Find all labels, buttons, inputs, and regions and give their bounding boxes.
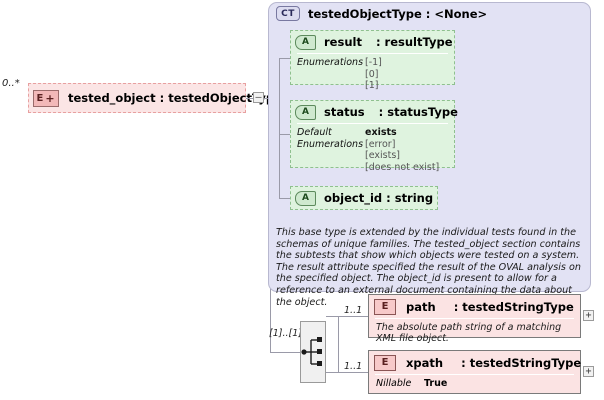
facet-value: [1] xyxy=(365,80,379,91)
element-xpath-name: xpath xyxy=(406,355,444,370)
element-path-body: The absolute path string of a matching X… xyxy=(369,319,580,348)
attribute-icon: A xyxy=(295,104,316,120)
connector-trunk-to-sequence xyxy=(270,352,300,353)
complex-type-header: CT testedObjectType : <None> xyxy=(276,6,487,21)
path-expand-toggle[interactable]: + xyxy=(583,310,594,321)
complex-type-documentation: This base type is extended by the indivi… xyxy=(276,227,581,308)
connector-root-right xyxy=(246,98,253,99)
xpath-occurrence: 1..1 xyxy=(344,361,363,372)
element-xpath[interactable]: E xpath : testedStringType Nillable True xyxy=(368,350,581,394)
attribute-status[interactable]: A status : statusType Default Enumeratio… xyxy=(290,100,458,173)
root-element-label: tested_object : testedObjectType xyxy=(68,91,282,105)
element-icon: E xyxy=(374,354,396,371)
facet-value-column: exists [error] [exists] [does not exist] xyxy=(365,127,439,173)
connector-attr-status xyxy=(279,134,290,135)
element-xpath-header: E xpath : testedStringType xyxy=(369,351,582,374)
connector-branch-xpath xyxy=(338,372,368,373)
connector-attr-objectid xyxy=(279,198,290,199)
facet-value: [error] xyxy=(365,138,396,150)
attribute-icon: A xyxy=(295,190,316,206)
connector-seq-to-branch xyxy=(326,316,339,317)
attribute-result-facets: Enumerations [-1] [0] [1] xyxy=(291,54,454,97)
connector-children-trunk xyxy=(338,316,339,372)
element-xpath-facet-label: Nillable xyxy=(376,378,412,389)
attribute-divider xyxy=(297,53,448,54)
complex-type-icon: CT xyxy=(276,6,300,21)
facet-value-default: exists xyxy=(365,127,397,138)
xpath-expand-toggle[interactable]: + xyxy=(583,366,594,377)
facet-label-default: Default xyxy=(297,127,332,138)
facet-label-enumerations: Enumerations xyxy=(297,57,364,68)
element-icon-letter: E xyxy=(36,92,45,104)
element-path-type: : testedStringType xyxy=(453,299,574,314)
element-xpath-facet-value: True xyxy=(424,378,448,389)
attribute-icon: A xyxy=(295,34,316,50)
facet-label-column: Enumerations xyxy=(297,57,365,92)
attribute-object-id[interactable]: A object_id : string xyxy=(290,186,438,210)
sequence-connector-icon xyxy=(301,337,322,366)
root-collapse-toggle[interactable]: – xyxy=(253,92,264,103)
facet-value: [0] xyxy=(365,68,379,80)
sequence-occurrence: [1]..[1] xyxy=(269,328,302,339)
facet-value: [does not exist] xyxy=(365,161,440,173)
facet-label-column: Default Enumerations xyxy=(297,127,365,173)
element-icon: E xyxy=(374,298,396,315)
connector-branch-path xyxy=(338,316,368,317)
connector-toggle-to-trunk xyxy=(264,98,270,99)
connector-attr-result xyxy=(279,58,290,59)
attribute-status-header: A status : statusType xyxy=(291,101,458,123)
attribute-object-id-header: A object_id : string xyxy=(291,187,437,209)
element-icon-plus: + xyxy=(45,91,56,105)
element-path-name: path xyxy=(406,299,436,314)
element-expand-icon[interactable]: E+ xyxy=(33,89,59,107)
attribute-status-facets: Default Enumerations exists [error] [exi… xyxy=(291,124,454,178)
element-path-header: E path : testedStringType xyxy=(369,295,580,318)
element-divider xyxy=(375,374,574,375)
element-path-documentation: The absolute path string of a matching X… xyxy=(376,322,562,344)
element-xpath-body: Nillable True xyxy=(369,375,580,393)
attribute-status-type: : statusType xyxy=(378,105,458,119)
attribute-result-header: A result : resultType xyxy=(291,31,454,53)
complex-type-title: testedObjectType : <None> xyxy=(308,6,488,21)
root-element-tested-object[interactable]: E+ tested_object : testedObjectType xyxy=(28,83,282,113)
connector-seq-to-branch-2 xyxy=(326,372,339,373)
element-divider xyxy=(375,318,574,319)
facet-value-column: [-1] [0] [1] xyxy=(365,57,382,92)
facet-value: [exists] xyxy=(365,150,400,161)
attribute-result-type: : resultType xyxy=(375,35,453,49)
sequence-connector[interactable] xyxy=(300,321,326,383)
attribute-divider xyxy=(297,123,448,124)
connector-attr-trunk xyxy=(279,58,280,198)
attribute-result[interactable]: A result : resultType Enumerations [-1] … xyxy=(290,30,455,91)
attribute-result-name: result xyxy=(324,35,362,49)
path-occurrence: 1..1 xyxy=(344,305,363,316)
element-xpath-type: : testedStringType xyxy=(461,355,582,370)
attribute-status-name: status xyxy=(324,105,365,119)
facet-value: [-1] xyxy=(365,57,382,68)
element-path[interactable]: E path : testedStringType The absolute p… xyxy=(368,294,581,344)
root-element-occurrence: 0..* xyxy=(2,78,20,89)
attribute-object-id-name: object_id : string xyxy=(324,191,434,205)
facet-label-enumerations: Enumerations xyxy=(297,138,364,150)
